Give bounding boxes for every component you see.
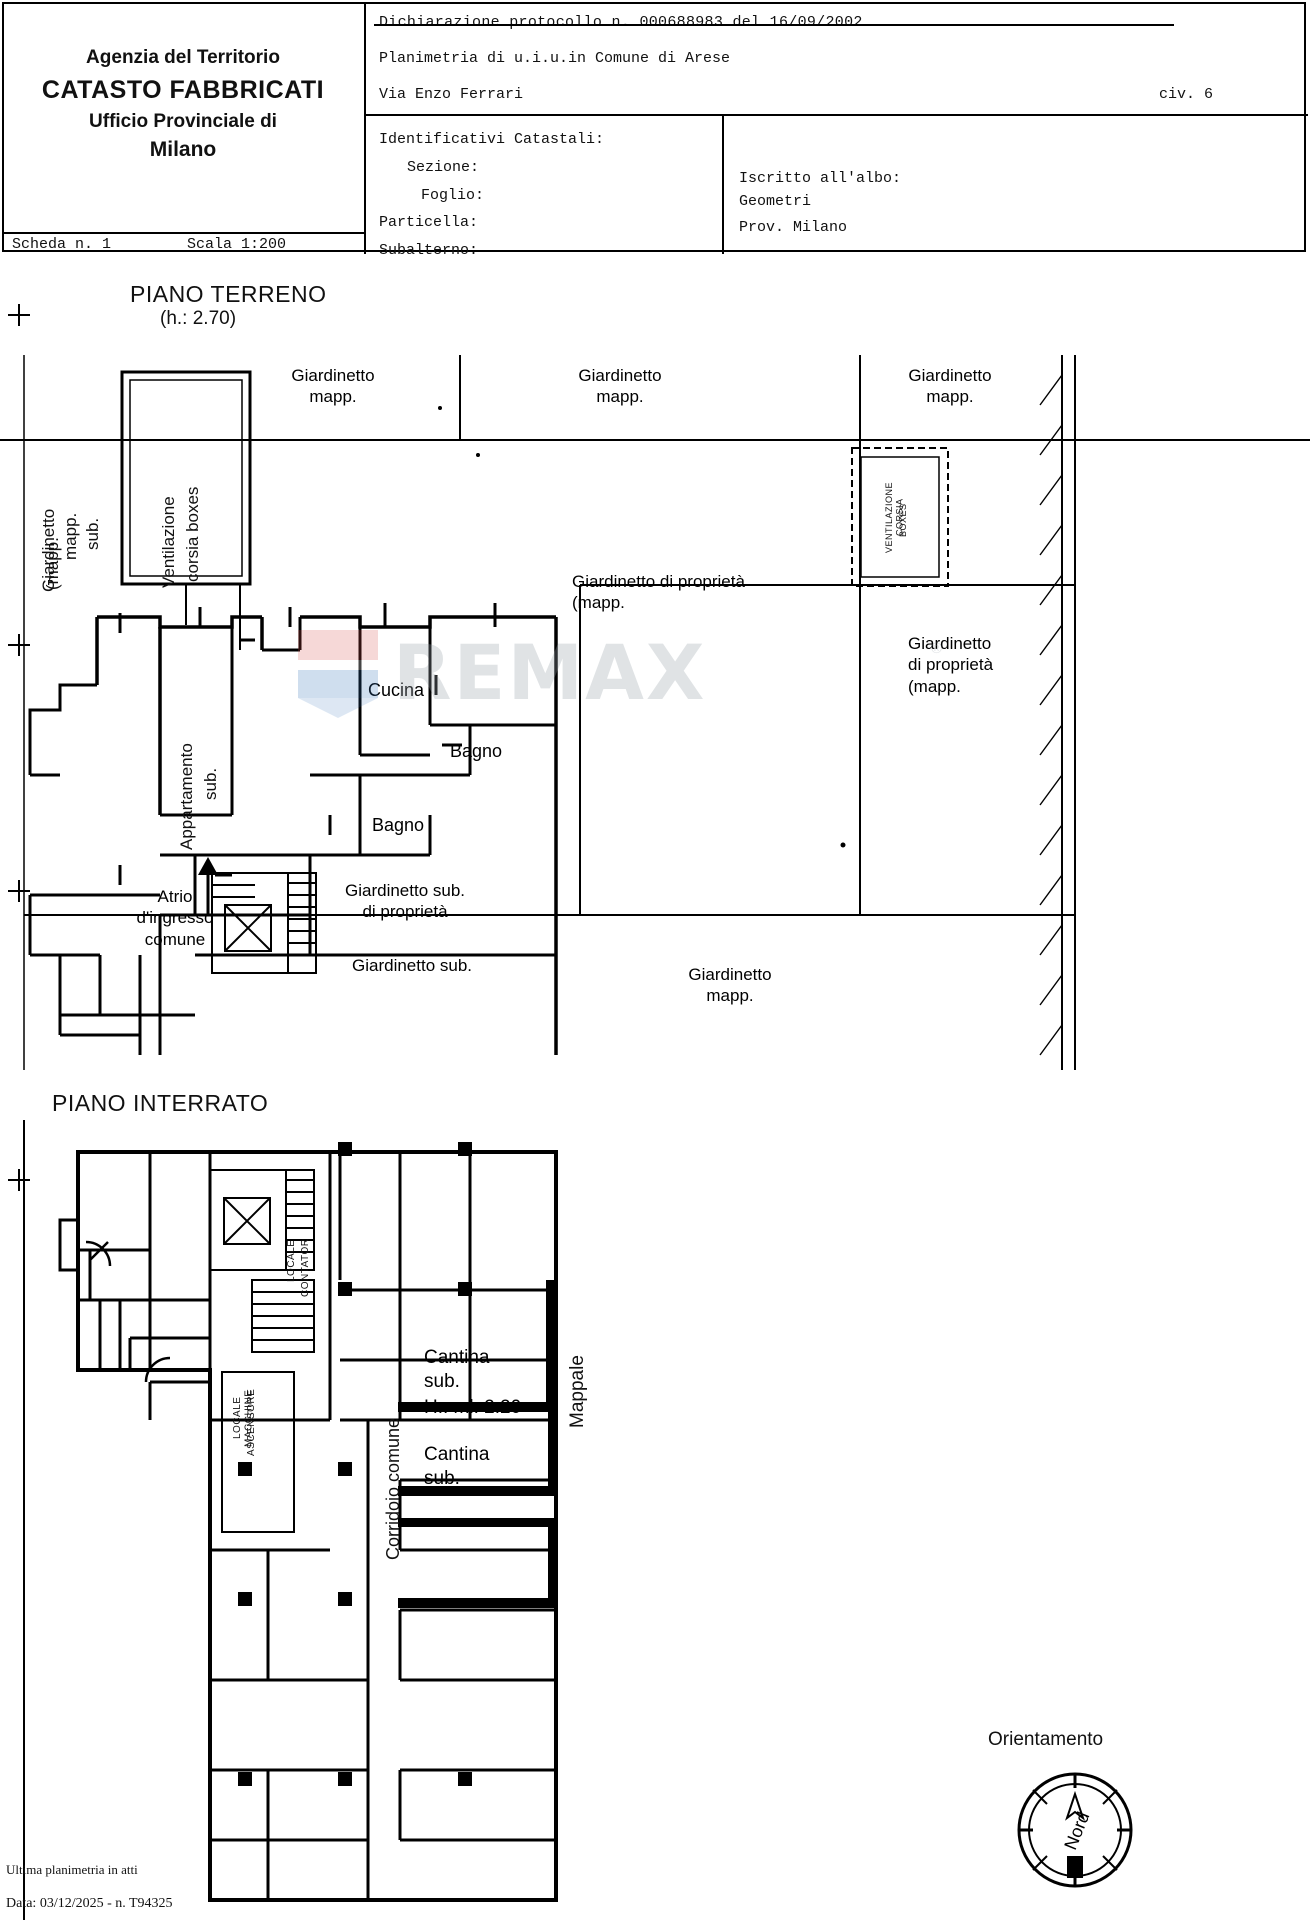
page-title-ground-floor: PIANO TERRENO	[130, 281, 327, 307]
orientamento-label: Orientamento	[988, 1729, 1104, 1750]
label-giardinetto-proprieta-2: Giardinetto di proprietà (mapp.	[908, 634, 994, 696]
scala-value: Scala 1:200	[187, 236, 287, 253]
header-divider-horizontal-2	[4, 232, 364, 234]
label-locale-contator-1: LOCALE	[286, 1239, 297, 1283]
label-giardinetto-sub-proprieta: Giardinetto sub. di proprietà	[345, 881, 466, 922]
agency-line-4: Milano	[149, 138, 217, 162]
remax-watermark: REMAX ®	[283, 618, 1023, 730]
remax-balloon-icon	[298, 630, 378, 718]
compass-rose: Nord	[1017, 1772, 1133, 1888]
label-locale-contator-2: CONTATOR	[300, 1238, 311, 1298]
civico-number: civ. 6	[1159, 86, 1214, 103]
label-locale-macchine-2: ASCENSORE	[246, 1388, 257, 1456]
agency-line-1: Agenzia del Territorio	[86, 47, 280, 68]
prov-milano: Prov. Milano	[739, 219, 848, 236]
header-divider-horizontal-1	[364, 114, 1308, 116]
iscritto-albo: Iscritto all'albo: Geometri	[739, 168, 901, 213]
iscritto-line-2: Geometri	[739, 192, 812, 210]
agency-line-2: CATASTO FABBRICATI	[41, 75, 325, 104]
ground-floor-height: (h.: 2.70)	[160, 308, 237, 329]
iscritto-line-1: Iscritto all'albo:	[739, 170, 902, 187]
label-cantina-2: Cantina sub.	[424, 1444, 490, 1489]
label-giardinetto-sub: Giardinetto sub.	[352, 956, 473, 975]
ultima-planimetria-note: Ultima planimetria in atti	[6, 1862, 138, 1877]
label-ventilazione-2: corsia boxes	[183, 486, 202, 582]
label-ventilazione-1: Ventilazione	[159, 496, 178, 588]
field-subalterno: Subalterno:	[379, 242, 479, 259]
field-particella: Particella:	[379, 214, 479, 232]
top-cut-text	[6, 0, 9, 11]
ground-floor-drawing	[0, 304, 1310, 1070]
label-bagno-2: Bagno	[372, 815, 425, 835]
declaration-text: Dichiarazione protocollo n. 000688983 de…	[379, 14, 863, 31]
label-cucina: Cucina	[368, 680, 425, 700]
label-giardinetto-mapp-1: Giardinetto mapp.	[291, 366, 375, 407]
label-ventilazione-small-2: BOXES	[898, 503, 908, 537]
basement-drawing	[8, 1120, 558, 1920]
page-title-basement: PIANO INTERRATO	[52, 1090, 269, 1116]
header-divider-vertical-2	[722, 114, 724, 254]
label-giardinetto-mapp-4: Giardinetto mapp.	[688, 965, 772, 1006]
remax-watermark-text: REMAX	[393, 628, 707, 717]
scheda-number: Scheda n. 1	[12, 236, 112, 253]
declaration-strikethrough	[374, 24, 1174, 26]
label-giardinetto-left-3: sub.	[83, 517, 102, 550]
header-divider-vertical-1	[364, 4, 366, 254]
planimetria-comune: Planimetria di u.i.u.in Comune di Arese	[379, 50, 731, 67]
agency-line-3: Ufficio Provinciale di	[89, 110, 277, 132]
field-sezione: Sezione:	[407, 158, 480, 176]
label-giardinetto-left-4: (mapp.	[43, 537, 62, 590]
identificativi-title: Identificativi Catastali:	[379, 131, 605, 148]
label-giardinetto-mapp-3: Giardinetto mapp.	[908, 366, 992, 407]
label-corridoio-comune: Corridoio comune	[383, 1417, 403, 1560]
label-atrio-ingresso: Atrio d'ingresso comune	[136, 887, 214, 949]
label-cantina-height: H.: ml. 2.20	[424, 1397, 522, 1418]
label-cantina-1: Cantina sub.	[424, 1347, 490, 1392]
header-block: Agenzia del Territorio CATASTO FABBRICAT…	[2, 2, 1308, 259]
field-foglio: Foglio:	[421, 186, 485, 204]
label-appartamento-1: Appartamento	[177, 743, 196, 850]
compass-nord-text: Nord	[1060, 1809, 1093, 1853]
label-giardinetto-proprieta-1: Giardinetto di proprietà (mapp.	[572, 572, 745, 613]
remax-registered-mark: ®	[931, 640, 943, 657]
label-giardinetto-mapp-2: Giardinetto mapp.	[578, 366, 662, 407]
label-bagno-1: Bagno	[450, 741, 503, 761]
agency-block: Agenzia del Territorio CATASTO FABBRICAT…	[4, 44, 362, 166]
label-appartamento-2: sub.	[201, 767, 220, 800]
identificativi-catastali: Identificativi Catastali: Sezione: Fogli…	[379, 126, 604, 265]
label-mappale: Mappale	[567, 1355, 588, 1428]
via-address: Via Enzo Ferrari	[379, 86, 524, 103]
data-footer: Data: 03/12/2025 - n. T94325	[6, 1896, 173, 1911]
